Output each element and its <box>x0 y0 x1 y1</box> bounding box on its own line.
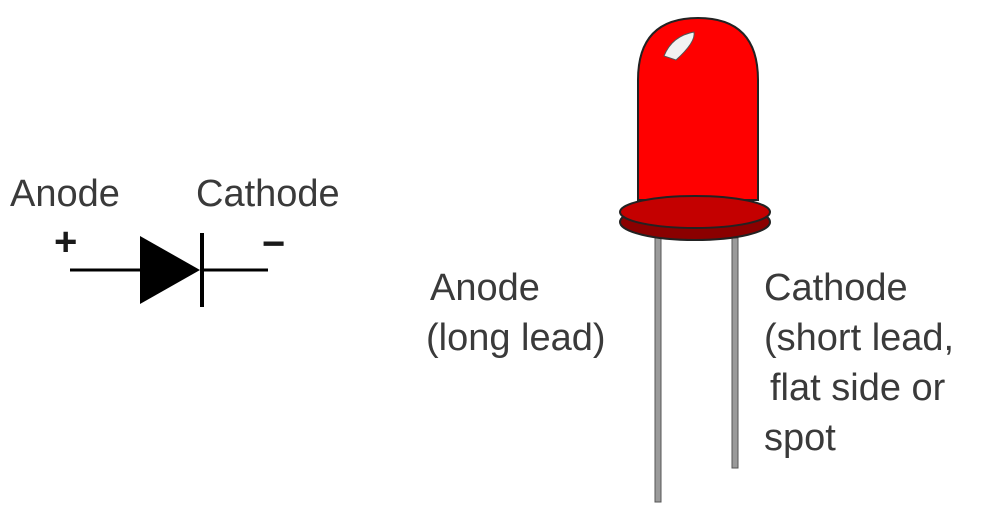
symbol-cathode-label: Cathode <box>196 173 340 215</box>
diode-symbol <box>70 233 268 307</box>
symbol-anode-label: Anode <box>10 173 120 215</box>
plus-sign: + <box>54 220 78 264</box>
led-cathode-lead <box>731 237 739 469</box>
led-dome <box>637 16 759 201</box>
led-highlight <box>663 31 695 61</box>
led-leads <box>654 237 739 503</box>
led-anode-label: Anode <box>430 267 540 309</box>
led-cathode-label: Cathode <box>764 267 908 309</box>
led-rim-top <box>619 195 771 229</box>
led-body <box>619 16 771 241</box>
led-anode-note: (long lead) <box>426 317 606 359</box>
minus-sign: − <box>262 222 286 266</box>
led-cathode-note-line1: (short lead, <box>764 317 955 359</box>
diode-triangle <box>140 236 200 304</box>
led-cathode-note-line3: spot <box>764 417 836 459</box>
led-anode-lead <box>654 237 662 503</box>
led-cathode-note-line2: flat side or <box>770 367 946 409</box>
